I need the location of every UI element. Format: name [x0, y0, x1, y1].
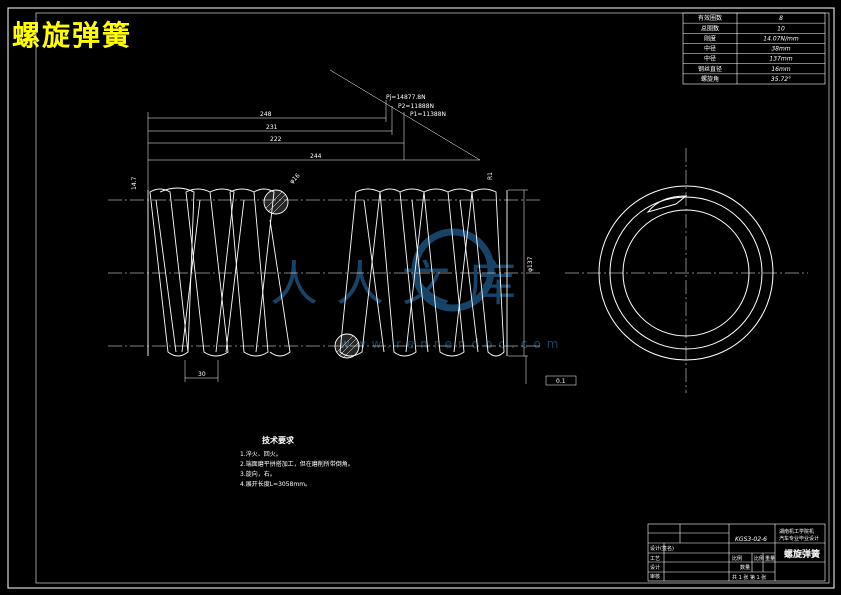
spec-label: 总圈数	[701, 24, 719, 32]
dim-pmax: Pj=14877.8N	[386, 94, 426, 101]
tb-school-2: 汽车专业毕业设计	[779, 535, 819, 542]
note-item-3: 3.旋向，右。	[240, 471, 276, 478]
tb-sheet: 共 1 张 第 1 张	[732, 574, 766, 581]
center-lines	[108, 148, 808, 393]
spec-label: 钢丝直径	[698, 65, 722, 73]
tb-weight: 重量	[765, 555, 775, 562]
dim-p2: P2=11888N	[398, 103, 434, 110]
dim-231: 231	[266, 124, 278, 131]
dim-od: φ137	[527, 256, 534, 272]
tb-process: 工艺	[650, 556, 660, 562]
spec-label: 中径	[704, 55, 716, 63]
notes-heading: 技术要求	[262, 436, 294, 445]
note-item-4: 4.展开长度L=3058mm。	[240, 481, 312, 488]
spec-table	[682, 12, 826, 85]
spec-value: 14.07N/mm	[763, 35, 799, 42]
technical-notes: 技术要求 1.淬火、回火。 2.端面磨平拼搭加工，但在磨削所带倒角。 3.旋向，…	[240, 436, 354, 490]
watermark: 人人文库 www.renrendoc.com	[270, 228, 564, 351]
tb-drawing-no: KGS3-02-6	[735, 536, 767, 543]
tb-checker: 审核	[650, 573, 660, 580]
dim-248: 248	[260, 111, 272, 118]
spec-value: 8	[779, 15, 783, 22]
spec-value: 137mm	[769, 56, 792, 63]
dim-244: 244	[310, 153, 322, 160]
tb-school-1: 湖南机工学院机	[779, 528, 814, 535]
dim-end-right: R1	[487, 172, 494, 180]
watermark-text: 人人文库	[270, 256, 534, 312]
spring-end-view	[598, 185, 774, 361]
title-block-texts: KGS3-02-6 湖南机工学院机 汽车专业毕业设计 螺旋弹簧 设计(签名) 设…	[650, 528, 820, 581]
spec-label: 刚度	[704, 34, 716, 42]
drawing-border	[35, 12, 830, 584]
spec-label: 有效圈数	[698, 14, 722, 22]
spec-label: 中径	[704, 45, 716, 53]
drawing-title: 螺旋弹簧	[12, 19, 133, 52]
tb-scale: 比例	[754, 555, 764, 562]
tb-qty: 数量	[740, 564, 750, 571]
tb-designer: 设计	[650, 564, 660, 571]
dim-pitch: 30	[198, 371, 206, 378]
tb-material: 比例	[732, 555, 742, 562]
dimension-lines	[147, 69, 577, 386]
note-item-1: 1.淬火、回火。	[240, 451, 282, 458]
dim-end-left: 14.7	[131, 176, 138, 190]
dim-wire: φ16	[288, 172, 301, 185]
dim-222: 222	[270, 136, 282, 143]
title-block	[647, 523, 826, 582]
spec-label: 螺旋角	[701, 75, 719, 83]
tb-part-name: 螺旋弹簧	[784, 548, 820, 560]
wire-section-hatch	[265, 191, 360, 359]
spec-rows: 有效圈数 8 总圈数 10 刚度 14.07N/mm 中径 38mm 中径 137mm 钢丝直径 16…	[683, 14, 825, 83]
spec-value: 10	[777, 25, 785, 32]
watermark-url: www.renrendoc.com	[340, 337, 564, 351]
tb-designed: 设计(签名)	[650, 545, 674, 552]
note-item-2: 2.端面磨平拼搭加工，但在磨削所带倒角。	[240, 461, 354, 468]
drawing-frame	[7, 7, 835, 589]
spec-value: 16mm	[771, 66, 790, 73]
dim-tolerance: 0.1	[556, 378, 566, 385]
spring-side-view	[147, 187, 508, 359]
spec-value: 38mm	[771, 46, 790, 53]
dim-p1: P1=11388N	[410, 111, 446, 118]
spec-value: 35.72°	[771, 76, 791, 83]
